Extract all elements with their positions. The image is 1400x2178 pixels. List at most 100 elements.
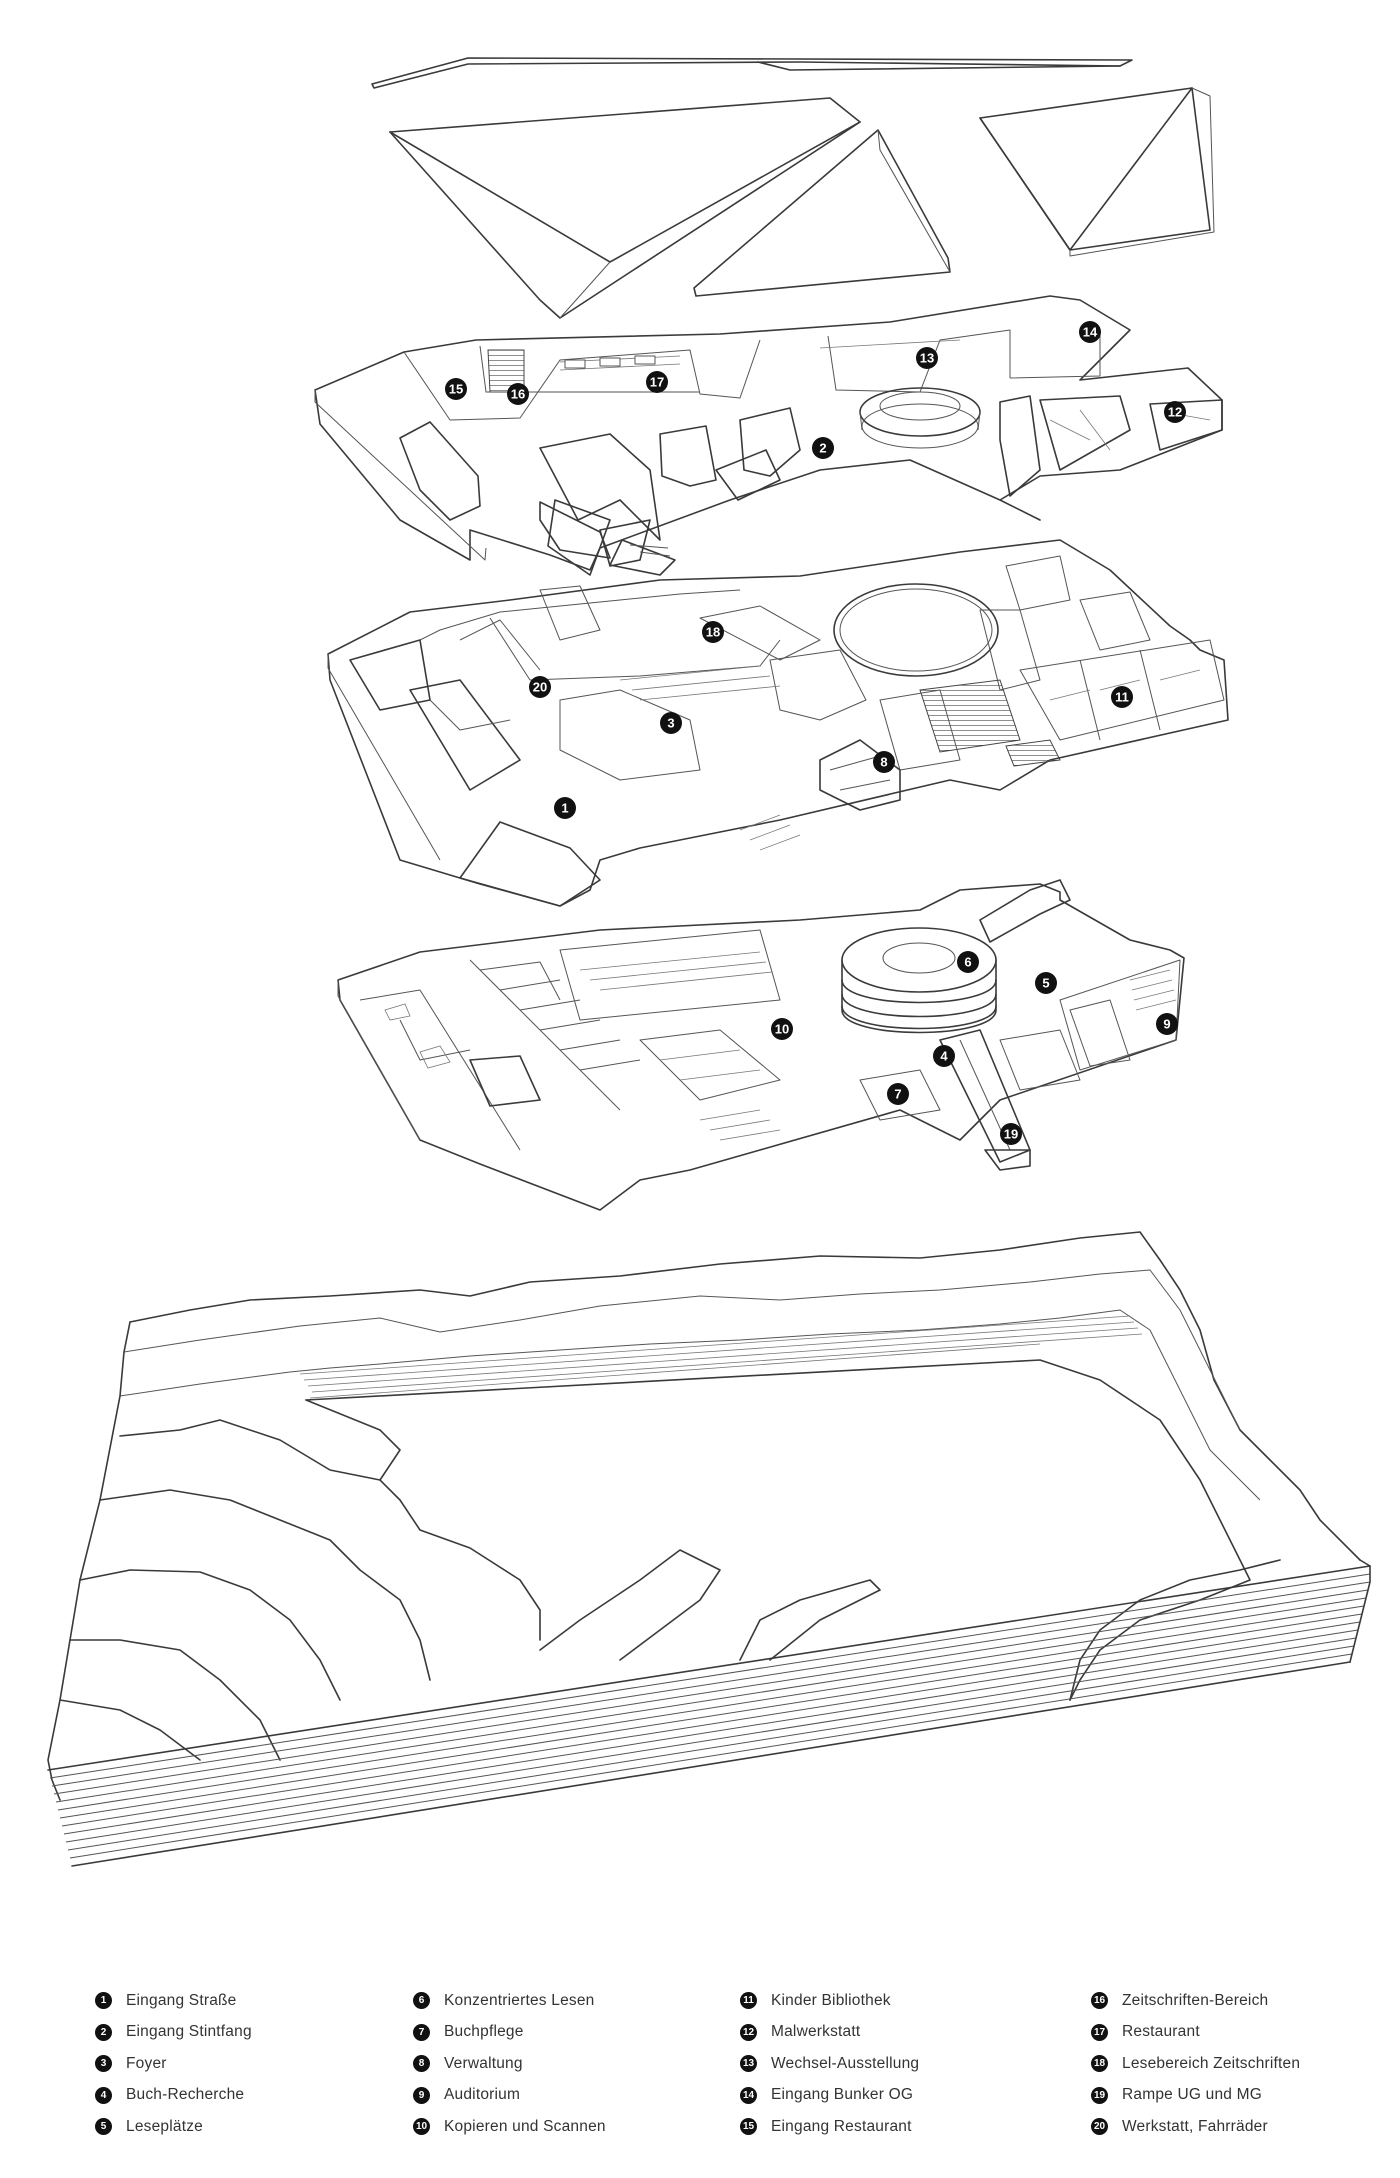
legend-number-badge: 5 [95, 2118, 112, 2136]
legend-item: 12 Malwerkstatt [740, 2017, 1060, 2049]
marker-8: 8 [873, 751, 895, 773]
marker-19-label: 19 [1004, 1127, 1018, 1142]
marker-16-label: 16 [511, 387, 525, 402]
marker-4: 4 [933, 1045, 955, 1067]
marker-9: 9 [1156, 1013, 1178, 1035]
legend-item: 11 Kinder Bibliothek [740, 1985, 1060, 2017]
legend-label: Eingang Bunker OG [771, 2086, 914, 2104]
marker-12: 12 [1164, 401, 1186, 423]
roof-layer [371, 57, 1215, 319]
legend-number-badge: 6 [413, 1992, 430, 2010]
legend-number-badge: 2 [95, 2023, 112, 2041]
legend-item: 18 Lesebereich Zeitschriften [1091, 2048, 1400, 2080]
legend-number-badge: 3 [95, 2055, 112, 2073]
marker-6-label: 6 [964, 955, 971, 970]
marker-10-label: 10 [775, 1022, 789, 1037]
legend-number-badge: 9 [413, 2086, 430, 2104]
marker-20: 20 [529, 676, 551, 698]
legend-number-badge: 11 [740, 1992, 757, 2010]
legend-item: 8 Verwaltung [413, 2048, 733, 2080]
marker-9-label: 9 [1163, 1017, 1170, 1032]
marker-17: 17 [646, 371, 668, 393]
marker-5-label: 5 [1042, 976, 1049, 991]
legend-label: Foyer [126, 2054, 167, 2072]
legend-label: Verwaltung [444, 2054, 523, 2072]
marker-12-label: 12 [1168, 405, 1182, 420]
legend-item: 10 Kopieren und Scannen [413, 2111, 733, 2143]
marker-13: 13 [916, 347, 938, 369]
exploded-axonometric-drawing: 1 2 3 4 5 6 7 8 9 10 11 12 [47, 57, 1371, 1867]
legend-item: 1 Eingang Straße [95, 1985, 415, 2017]
legend-item: 2 Eingang Stintfang [95, 2017, 415, 2049]
legend-number-badge: 17 [1091, 2023, 1108, 2041]
marker-6: 6 [957, 951, 979, 973]
marker-18: 18 [702, 621, 724, 643]
marker-17-label: 17 [650, 375, 664, 390]
legend-number-badge: 12 [740, 2023, 757, 2041]
marker-3-label: 3 [667, 716, 674, 731]
legend-number-badge: 8 [413, 2055, 430, 2073]
legend-label: Lesebereich Zeitschriften [1122, 2054, 1301, 2072]
legend-item: 15 Eingang Restaurant [740, 2111, 1060, 2143]
marker-18-label: 18 [706, 625, 720, 640]
marker-5: 5 [1035, 972, 1057, 994]
legend-number-badge: 15 [740, 2118, 757, 2136]
legend-item: 19 Rampe UG und MG [1091, 2080, 1400, 2112]
legend-item: 17 Restaurant [1091, 2017, 1400, 2049]
legend-number-badge: 13 [740, 2055, 757, 2073]
legend-item: 5 Leseplätze [95, 2111, 415, 2143]
legend-label: Konzentriertes Lesen [444, 1991, 595, 2009]
legend-column-4: 16 Zeitschriften-Bereich 17 Restaurant 1… [1091, 1985, 1400, 2143]
marker-13-label: 13 [920, 351, 934, 366]
legend-label: Buchpflege [444, 2023, 524, 2041]
marker-4-label: 4 [940, 1049, 948, 1064]
marker-19: 19 [1000, 1123, 1022, 1145]
legend-column-3: 11 Kinder Bibliothek 12 Malwerkstatt 13 … [740, 1985, 1060, 2143]
marker-1: 1 [554, 797, 576, 819]
legend-label: Kinder Bibliothek [771, 1991, 891, 2009]
legend-column-2: 6 Konzentriertes Lesen 7 Buchpflege 8 Ve… [413, 1985, 733, 2143]
marker-11-label: 11 [1115, 690, 1129, 705]
marker-14-label: 14 [1083, 325, 1098, 340]
upper-floor-layer [314, 295, 1223, 576]
legend-number-badge: 18 [1091, 2055, 1108, 2073]
marker-14: 14 [1079, 321, 1101, 343]
lower-floor-layer [337, 879, 1185, 1211]
legend-number-badge: 10 [413, 2118, 430, 2136]
marker-2: 2 [812, 437, 834, 459]
legend-label: Eingang Restaurant [771, 2117, 912, 2135]
marker-1-label: 1 [561, 801, 568, 816]
legend-label: Wechsel-Ausstellung [771, 2054, 920, 2072]
legend-item: 4 Buch-Recherche [95, 2080, 415, 2112]
marker-15: 15 [445, 378, 467, 400]
legend-label: Kopieren und Scannen [444, 2117, 606, 2135]
legend-label: Werkstatt, Fahrräder [1122, 2117, 1268, 2135]
legend-label: Rampe UG und MG [1122, 2086, 1262, 2104]
legend-column-1: 1 Eingang Straße 2 Eingang Stintfang 3 F… [95, 1985, 415, 2143]
legend-label: Eingang Straße [126, 1991, 237, 2009]
legend-number-badge: 4 [95, 2086, 112, 2104]
legend-label: Restaurant [1122, 2023, 1200, 2041]
legend-item: 14 Eingang Bunker OG [740, 2080, 1060, 2112]
marker-11: 11 [1111, 686, 1133, 708]
marker-7-label: 7 [894, 1087, 901, 1102]
legend: 1 Eingang Straße 2 Eingang Stintfang 3 F… [95, 1985, 1355, 2155]
ground-floor-layer [327, 539, 1229, 907]
marker-3: 3 [660, 712, 682, 734]
legend-number-badge: 7 [413, 2023, 430, 2041]
legend-item: 3 Foyer [95, 2048, 415, 2080]
legend-number-badge: 20 [1091, 2118, 1108, 2136]
marker-7: 7 [887, 1083, 909, 1105]
marker-16: 16 [507, 383, 529, 405]
marker-15-label: 15 [449, 382, 463, 397]
legend-item: 13 Wechsel-Ausstellung [740, 2048, 1060, 2080]
marker-20-label: 20 [533, 680, 547, 695]
legend-number-badge: 19 [1091, 2086, 1108, 2104]
legend-item: 20 Werkstatt, Fahrräder [1091, 2111, 1400, 2143]
legend-label: Malwerkstatt [771, 2023, 861, 2041]
legend-item: 6 Konzentriertes Lesen [413, 1985, 733, 2017]
legend-item: 16 Zeitschriften-Bereich [1091, 1985, 1400, 2017]
legend-label: Auditorium [444, 2086, 521, 2104]
legend-label: Buch-Recherche [126, 2086, 245, 2104]
legend-item: 7 Buchpflege [413, 2017, 733, 2049]
